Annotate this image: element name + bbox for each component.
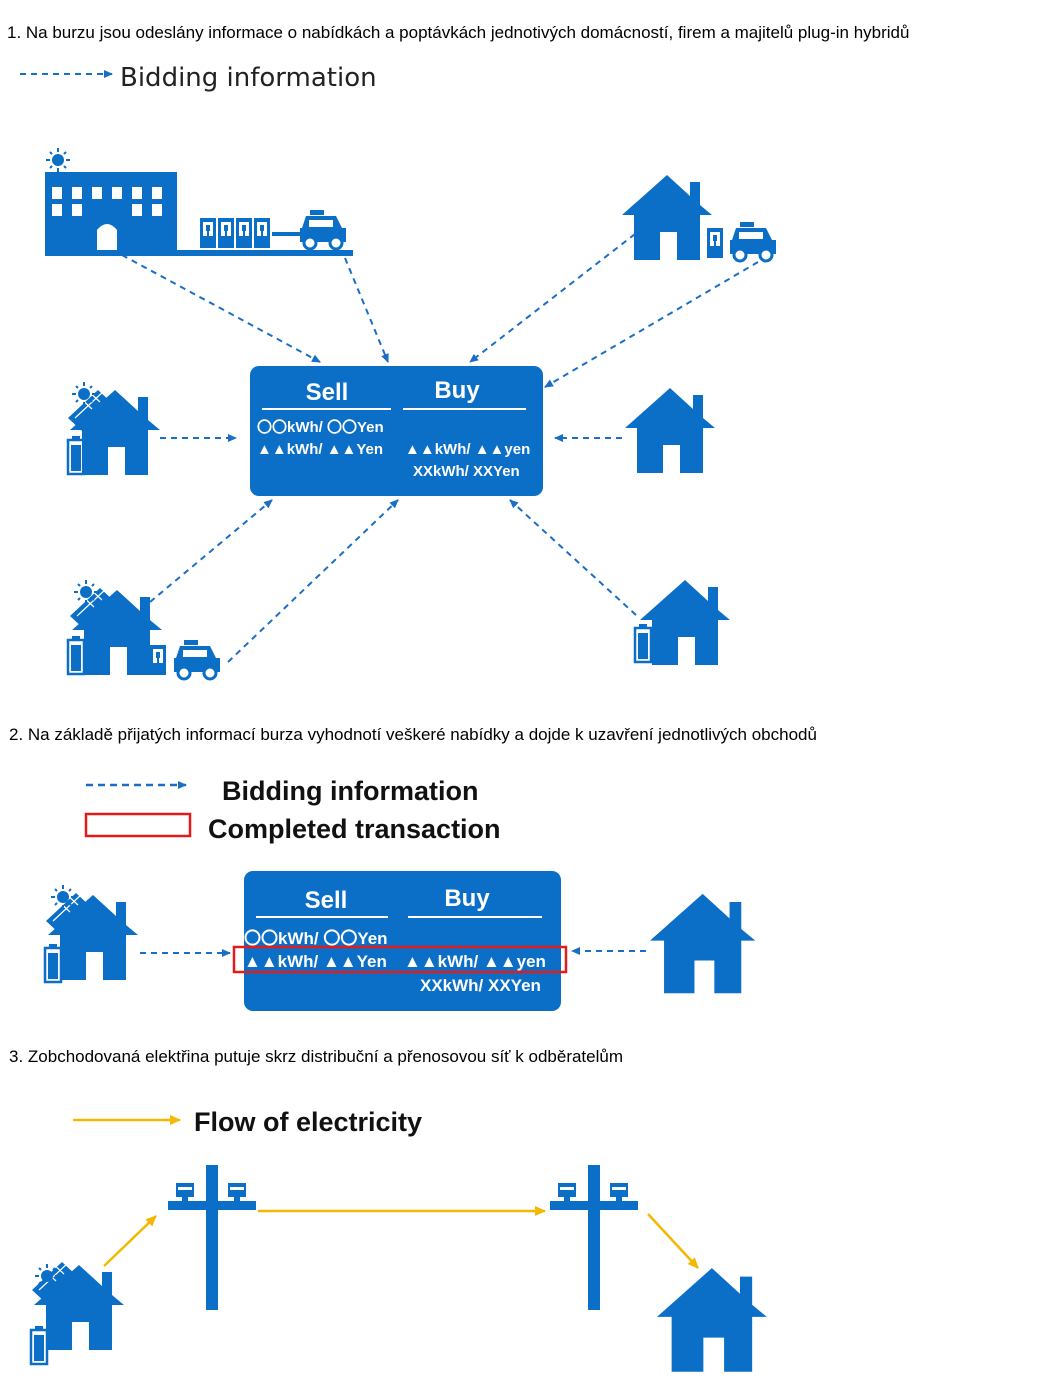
charger-icon — [149, 644, 167, 676]
car-icon — [298, 208, 348, 251]
exchange-board-1: Sell Buy 〇〇kWh/ 〇〇Yen ▲▲kWh/ ▲▲Yen ▲▲kWh… — [250, 366, 543, 496]
battery-icon — [66, 634, 86, 676]
legend-flow-label: Flow of electricity — [194, 1107, 422, 1137]
board-sell-header: Sell — [305, 887, 348, 914]
charger-icon — [706, 227, 724, 259]
step2-legend: Bidding information Completed transactio… — [84, 776, 501, 844]
legend-completed-label: Completed transaction — [208, 814, 501, 844]
board-sell-header: Sell — [306, 379, 349, 406]
house-solar-left — [66, 381, 160, 476]
step3-title: 3. Zobchodovaná elektřina putuje skrz di… — [9, 1047, 623, 1066]
battery-icon — [633, 622, 653, 664]
battery-icon — [29, 1324, 49, 1366]
step2-bidding-arrows — [140, 947, 646, 957]
step3-legend: Flow of electricity — [73, 1107, 422, 1137]
board-buy-header: Buy — [434, 377, 480, 404]
board-sell-row-2: ▲▲kWh/ ▲▲Yen — [244, 952, 387, 971]
step1-title: 1. Na burzu jsou odeslány informace o na… — [7, 23, 909, 42]
house-solar-step2 — [43, 884, 138, 984]
sun-icon — [45, 147, 71, 173]
factory-icon — [45, 147, 353, 256]
house-ev-top-right — [622, 175, 778, 263]
house-icon — [657, 1268, 767, 1372]
house-icon — [622, 175, 712, 260]
board-buy-row-1: ▲▲kWh/ ▲▲yen — [405, 441, 530, 458]
electricity-flow-arrows — [103, 1206, 699, 1269]
utility-pole-icon — [168, 1165, 256, 1310]
utility-pole-icon — [550, 1165, 638, 1310]
legend-red-box — [84, 812, 192, 838]
house-icon — [625, 388, 715, 473]
step2-title: 2. Na základě přijatých informací burza … — [9, 725, 817, 744]
board-buy-row-1: ▲▲kWh/ ▲▲yen — [404, 952, 546, 971]
board-buy-row-2: XXkWh/ XXYen — [413, 463, 520, 480]
step1-legend: Bidding information — [20, 63, 377, 93]
house-battery-bottom-right — [633, 580, 730, 665]
car-icon — [172, 638, 222, 681]
board-sell-row-2: ▲▲kWh/ ▲▲Yen — [257, 441, 383, 458]
legend-bidding-label: Bidding information — [120, 63, 377, 93]
board-buy-row-2: XXkWh/ XXYen — [420, 976, 541, 995]
battery-icon — [66, 434, 86, 476]
battery-icon — [43, 942, 63, 984]
house-solar-step3 — [29, 1260, 124, 1366]
house-solar-ev-bottom-left — [66, 579, 222, 681]
completed-transaction-box — [232, 945, 568, 974]
charger-icon — [199, 217, 271, 249]
car-icon — [728, 220, 778, 263]
step1-bidding-arrows — [121, 233, 759, 663]
house-icon — [640, 580, 730, 665]
legend-bidding-label: Bidding information — [222, 776, 478, 806]
board-sell-row-1: 〇〇kWh/ 〇〇Yen — [244, 929, 388, 948]
board-sell-row-1: 〇〇kWh/ 〇〇Yen — [257, 418, 384, 436]
board-buy-header: Buy — [444, 885, 490, 912]
exchange-board-2: Sell Buy 〇〇kWh/ 〇〇Yen ▲▲kWh/ ▲▲Yen ▲▲kWh… — [232, 871, 568, 1011]
house-icon — [650, 893, 756, 994]
